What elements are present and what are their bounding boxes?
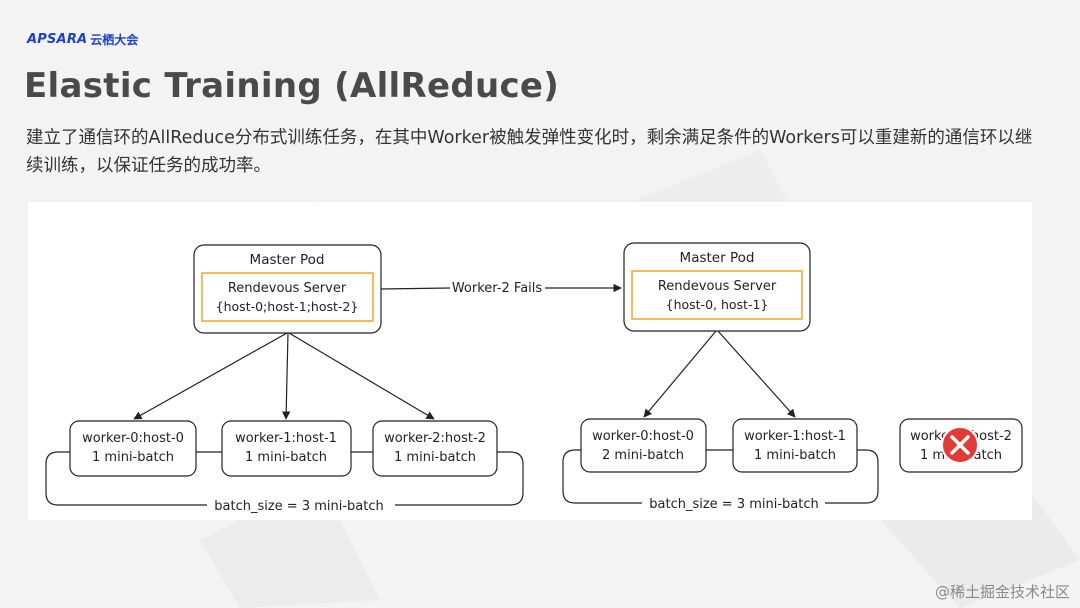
left-server-name: Rendevous Server: [228, 281, 347, 296]
right-worker-0-batch: 2 mini-batch: [602, 448, 684, 463]
left-batch-size: batch_size = 3 mini-batch: [214, 499, 384, 514]
right-arrow-worker-0: [643, 330, 717, 418]
watermark: @稀土掘金技术社区: [934, 583, 1070, 601]
page-title: Elastic Training (AllReduce): [24, 66, 560, 106]
left-master-title: Master Pod: [250, 252, 325, 268]
logo-subtext: 云栖大会: [90, 32, 139, 47]
left-worker-1-name: worker-1:host-1: [235, 431, 337, 446]
left-rendezvous-server: [201, 272, 374, 322]
right-worker-0: [580, 418, 707, 473]
right-worker-1-name: worker-1:host-1: [744, 429, 846, 444]
right-server-name: Rendevous Server: [658, 279, 777, 294]
left-server-hosts: {host-0;host-1;host-2}: [216, 299, 359, 314]
right-worker-1-batch: 1 mini-batch: [754, 448, 836, 463]
left-arrow-worker-1: [281, 332, 291, 420]
left-worker-2: [372, 420, 498, 477]
left-worker-0: [69, 420, 197, 477]
left-worker-1: [221, 420, 352, 477]
left-worker-2-name: worker-2:host-2: [384, 431, 486, 446]
right-rendezvous-server: [631, 270, 803, 320]
error-icon: [941, 426, 979, 464]
right-worker-0-name: worker-0:host-0: [592, 429, 694, 444]
left-arrow-worker-2: [288, 332, 435, 420]
right-communication-ring: [562, 449, 879, 504]
transition-label: Worker-2 Fails: [452, 281, 543, 296]
left-worker-0-batch: 1 mini-batch: [92, 450, 174, 465]
right-batch-size: batch_size = 3 mini-batch: [649, 497, 819, 512]
left-communication-ring: [45, 451, 524, 506]
left-worker-0-name: worker-0:host-0: [82, 431, 184, 446]
right-server-hosts: {host-0, host-1}: [666, 297, 769, 312]
transition-arrow-left: [380, 287, 451, 290]
left-arrow-worker-0: [133, 332, 288, 420]
logo-text: APSARA: [27, 31, 88, 47]
right-worker-1: [732, 418, 858, 473]
left-worker-2-batch: 1 mini-batch: [394, 450, 476, 465]
left-worker-1-batch: 1 mini-batch: [245, 450, 327, 465]
page-description: 建立了通信环的AllReduce分布式训练任务，在其中Worker被触发弹性变化…: [26, 128, 1033, 176]
right-master-title: Master Pod: [680, 250, 755, 266]
apsara-logo: APSARA 云栖大会: [27, 30, 138, 48]
right-arrow-worker-1: [717, 330, 796, 418]
